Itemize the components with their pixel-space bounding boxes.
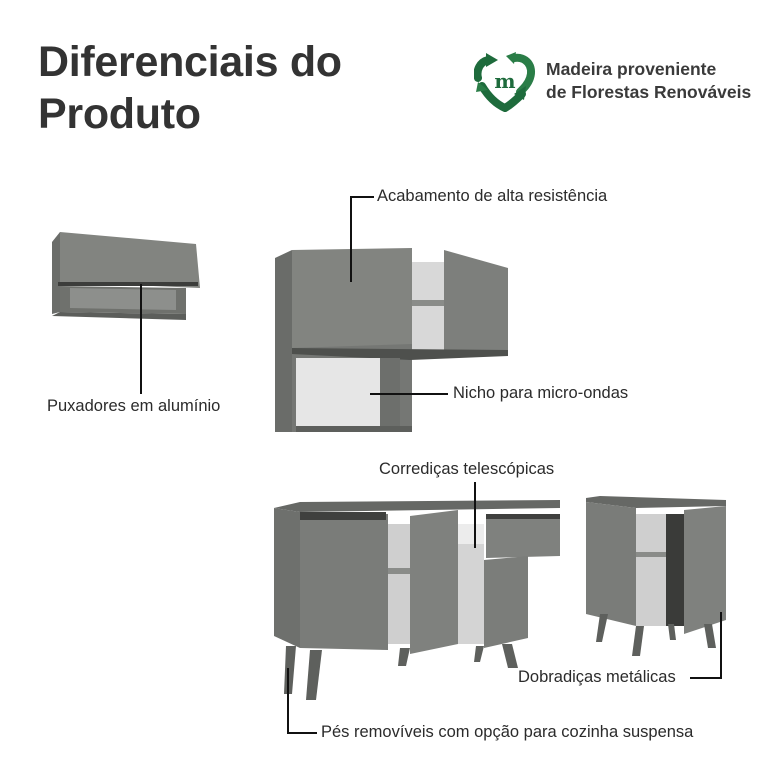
base-cabinet-image — [586, 496, 726, 656]
renewable-wood-badge: m Madeira proveniente de Florestas Renov… — [474, 52, 774, 112]
microwave-leader — [370, 393, 448, 395]
callout-handles: Puxadores em alumínio — [47, 397, 221, 415]
callout-finish: Acabamento de alta resistência — [377, 187, 608, 205]
svg-text:m: m — [494, 69, 515, 93]
finish-leader-h — [350, 196, 374, 198]
page-title: Diferenciais do Produto — [38, 36, 342, 140]
badge-line-2: de Florestas Renováveis — [546, 82, 752, 102]
title-line-1: Diferenciais do — [38, 38, 342, 86]
handles-leader — [140, 284, 142, 394]
callout-feet: Pés removíveis com opção para cozinha su… — [321, 723, 694, 741]
feet-leader-v — [287, 668, 289, 734]
recycle-heart-m-icon: m — [474, 52, 535, 112]
finish-leader-v — [350, 196, 352, 282]
title-line-2: Produto — [38, 90, 201, 138]
callout-hinges: Dobradiças metálicas — [518, 668, 676, 686]
small-wall-cabinet-image — [52, 232, 200, 320]
hinges-leader-h — [690, 677, 722, 679]
callout-microwave-niche: Nicho para micro-ondas — [453, 384, 629, 402]
slides-leader — [474, 482, 476, 548]
hinges-leader-v — [720, 612, 722, 678]
callout-slides: Corrediças telescópicas — [379, 460, 555, 478]
feet-leader-h — [287, 732, 317, 734]
upper-cabinet-image — [275, 248, 508, 432]
sideboard-image — [274, 500, 560, 700]
badge-text: Madeira proveniente de Florestas Renováv… — [546, 58, 751, 104]
badge-line-1: Madeira proveniente — [546, 59, 717, 79]
